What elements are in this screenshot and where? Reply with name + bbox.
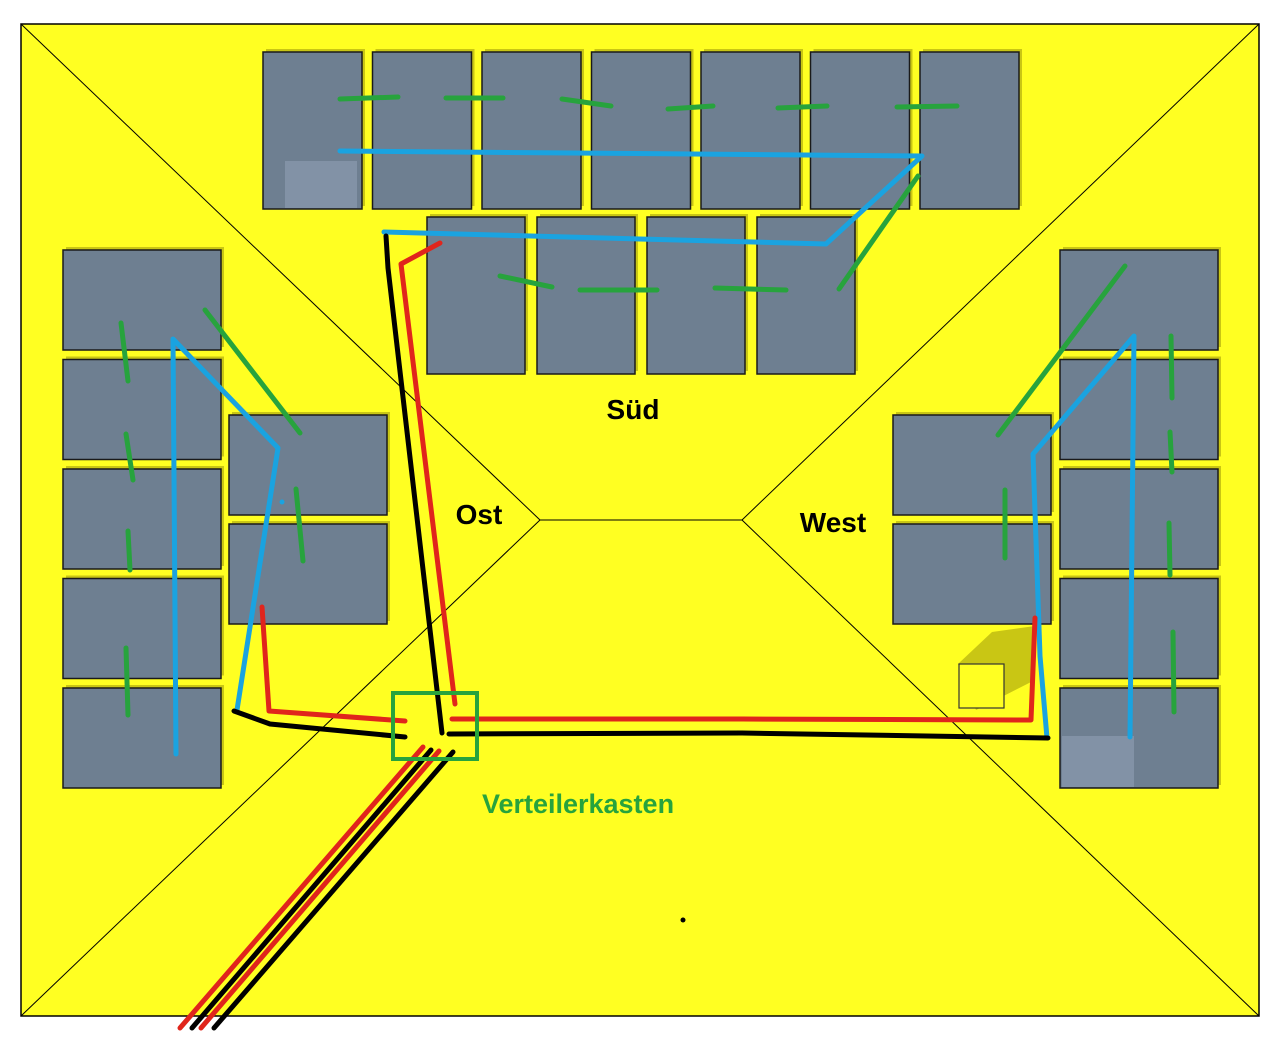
solar-panel [426, 216, 526, 375]
string-route [1030, 333, 1137, 741]
string-connector [1168, 333, 1175, 401]
cable-red [259, 604, 408, 724]
label-south: Süd [607, 394, 660, 425]
solar-panel [228, 414, 388, 516]
marker-dot [680, 917, 686, 923]
dc-cables [177, 233, 1051, 1031]
panel-highlight [285, 161, 357, 208]
solar-panel [892, 414, 1052, 516]
string-connector [125, 528, 133, 573]
solar-panel [481, 51, 582, 210]
marker-dot-blue [279, 499, 285, 505]
solar-panel [809, 51, 911, 210]
chimney [958, 626, 1035, 710]
solar-panel [62, 249, 222, 351]
string-route [170, 336, 281, 757]
hip-line-se [741, 519, 1260, 1017]
solar-panel [62, 358, 222, 461]
string-connector [118, 320, 131, 384]
junction-box [391, 691, 479, 761]
solar-panel [919, 51, 1020, 210]
string-connector [497, 273, 555, 290]
panel-group-west-inner-column [892, 412, 1054, 625]
cable-red [198, 748, 442, 1031]
hip-line-nw [20, 23, 541, 521]
panel-group-west-outer-column [1059, 247, 1221, 789]
string-connector [123, 431, 136, 483]
solar-panel [1059, 577, 1219, 680]
cable-black [211, 749, 456, 1031]
string-connector [665, 103, 716, 112]
solar-panel [536, 216, 636, 375]
solar-panel [1059, 249, 1219, 351]
solar-panel [62, 468, 222, 570]
string-connector [123, 645, 131, 718]
string-connector [894, 103, 960, 110]
cable-black [231, 708, 408, 740]
solar-panel [62, 687, 222, 789]
string-route [337, 148, 925, 247]
solar-panel [892, 523, 1052, 625]
roof-hip-lines [20, 23, 1260, 1017]
string-connector [559, 96, 614, 109]
cable-red [177, 744, 426, 1031]
cable-black [189, 747, 434, 1031]
string-connectors [118, 94, 1177, 718]
label-east: Ost [456, 499, 503, 530]
string-connector [1166, 520, 1173, 578]
panel-highlight [1062, 736, 1134, 787]
hip-line-sw [20, 519, 541, 1017]
label-west: West [800, 507, 866, 538]
panel-group-east-outer-column [62, 247, 224, 789]
string-connector [1170, 629, 1177, 715]
solar-panel [62, 577, 222, 680]
string-connector [337, 94, 401, 102]
string-connector [775, 103, 830, 111]
cable-black [446, 730, 1051, 741]
hip-line-ne [741, 23, 1260, 521]
string-connector [995, 263, 1128, 438]
string-connector [202, 307, 303, 436]
string-connector [293, 486, 306, 564]
cable-black [383, 233, 445, 736]
solar-panel [371, 51, 473, 210]
label-junction-box: Verteilerkasten [482, 789, 674, 819]
string-connector [1167, 429, 1175, 475]
solar-panel [700, 51, 801, 210]
solar-panel [1059, 358, 1219, 461]
solar-panel [590, 51, 692, 210]
string-routes [170, 148, 1137, 757]
cable-red [449, 615, 1038, 723]
solar-panel [1059, 468, 1219, 570]
cable-red [398, 240, 458, 707]
string-connector [712, 285, 789, 293]
panel-group-south-upper-row [262, 49, 1022, 210]
string-connector [836, 173, 921, 292]
chimney-box [958, 663, 1005, 709]
